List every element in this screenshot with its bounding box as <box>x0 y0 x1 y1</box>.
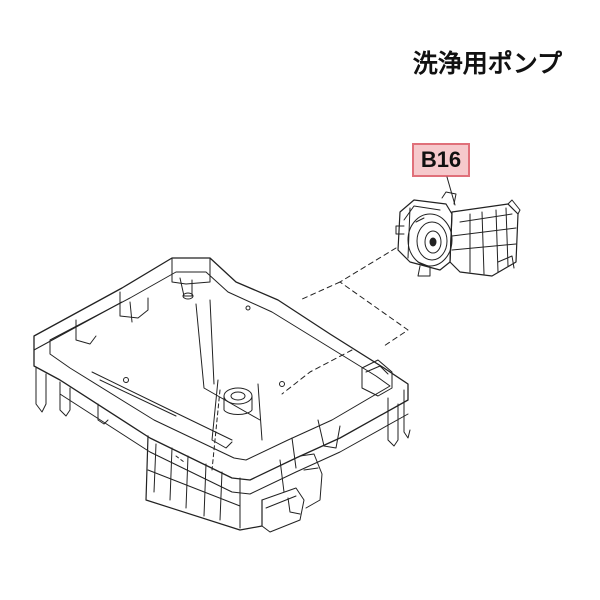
part-title: 洗浄用ポンプ <box>412 49 562 78</box>
wash-pump[interactable] <box>395 191 521 277</box>
base-tub-frame <box>33 257 411 533</box>
part-number-badge[interactable]: B16 <box>412 143 470 177</box>
label-leader-line <box>446 176 456 206</box>
alignment-guides <box>281 247 409 395</box>
